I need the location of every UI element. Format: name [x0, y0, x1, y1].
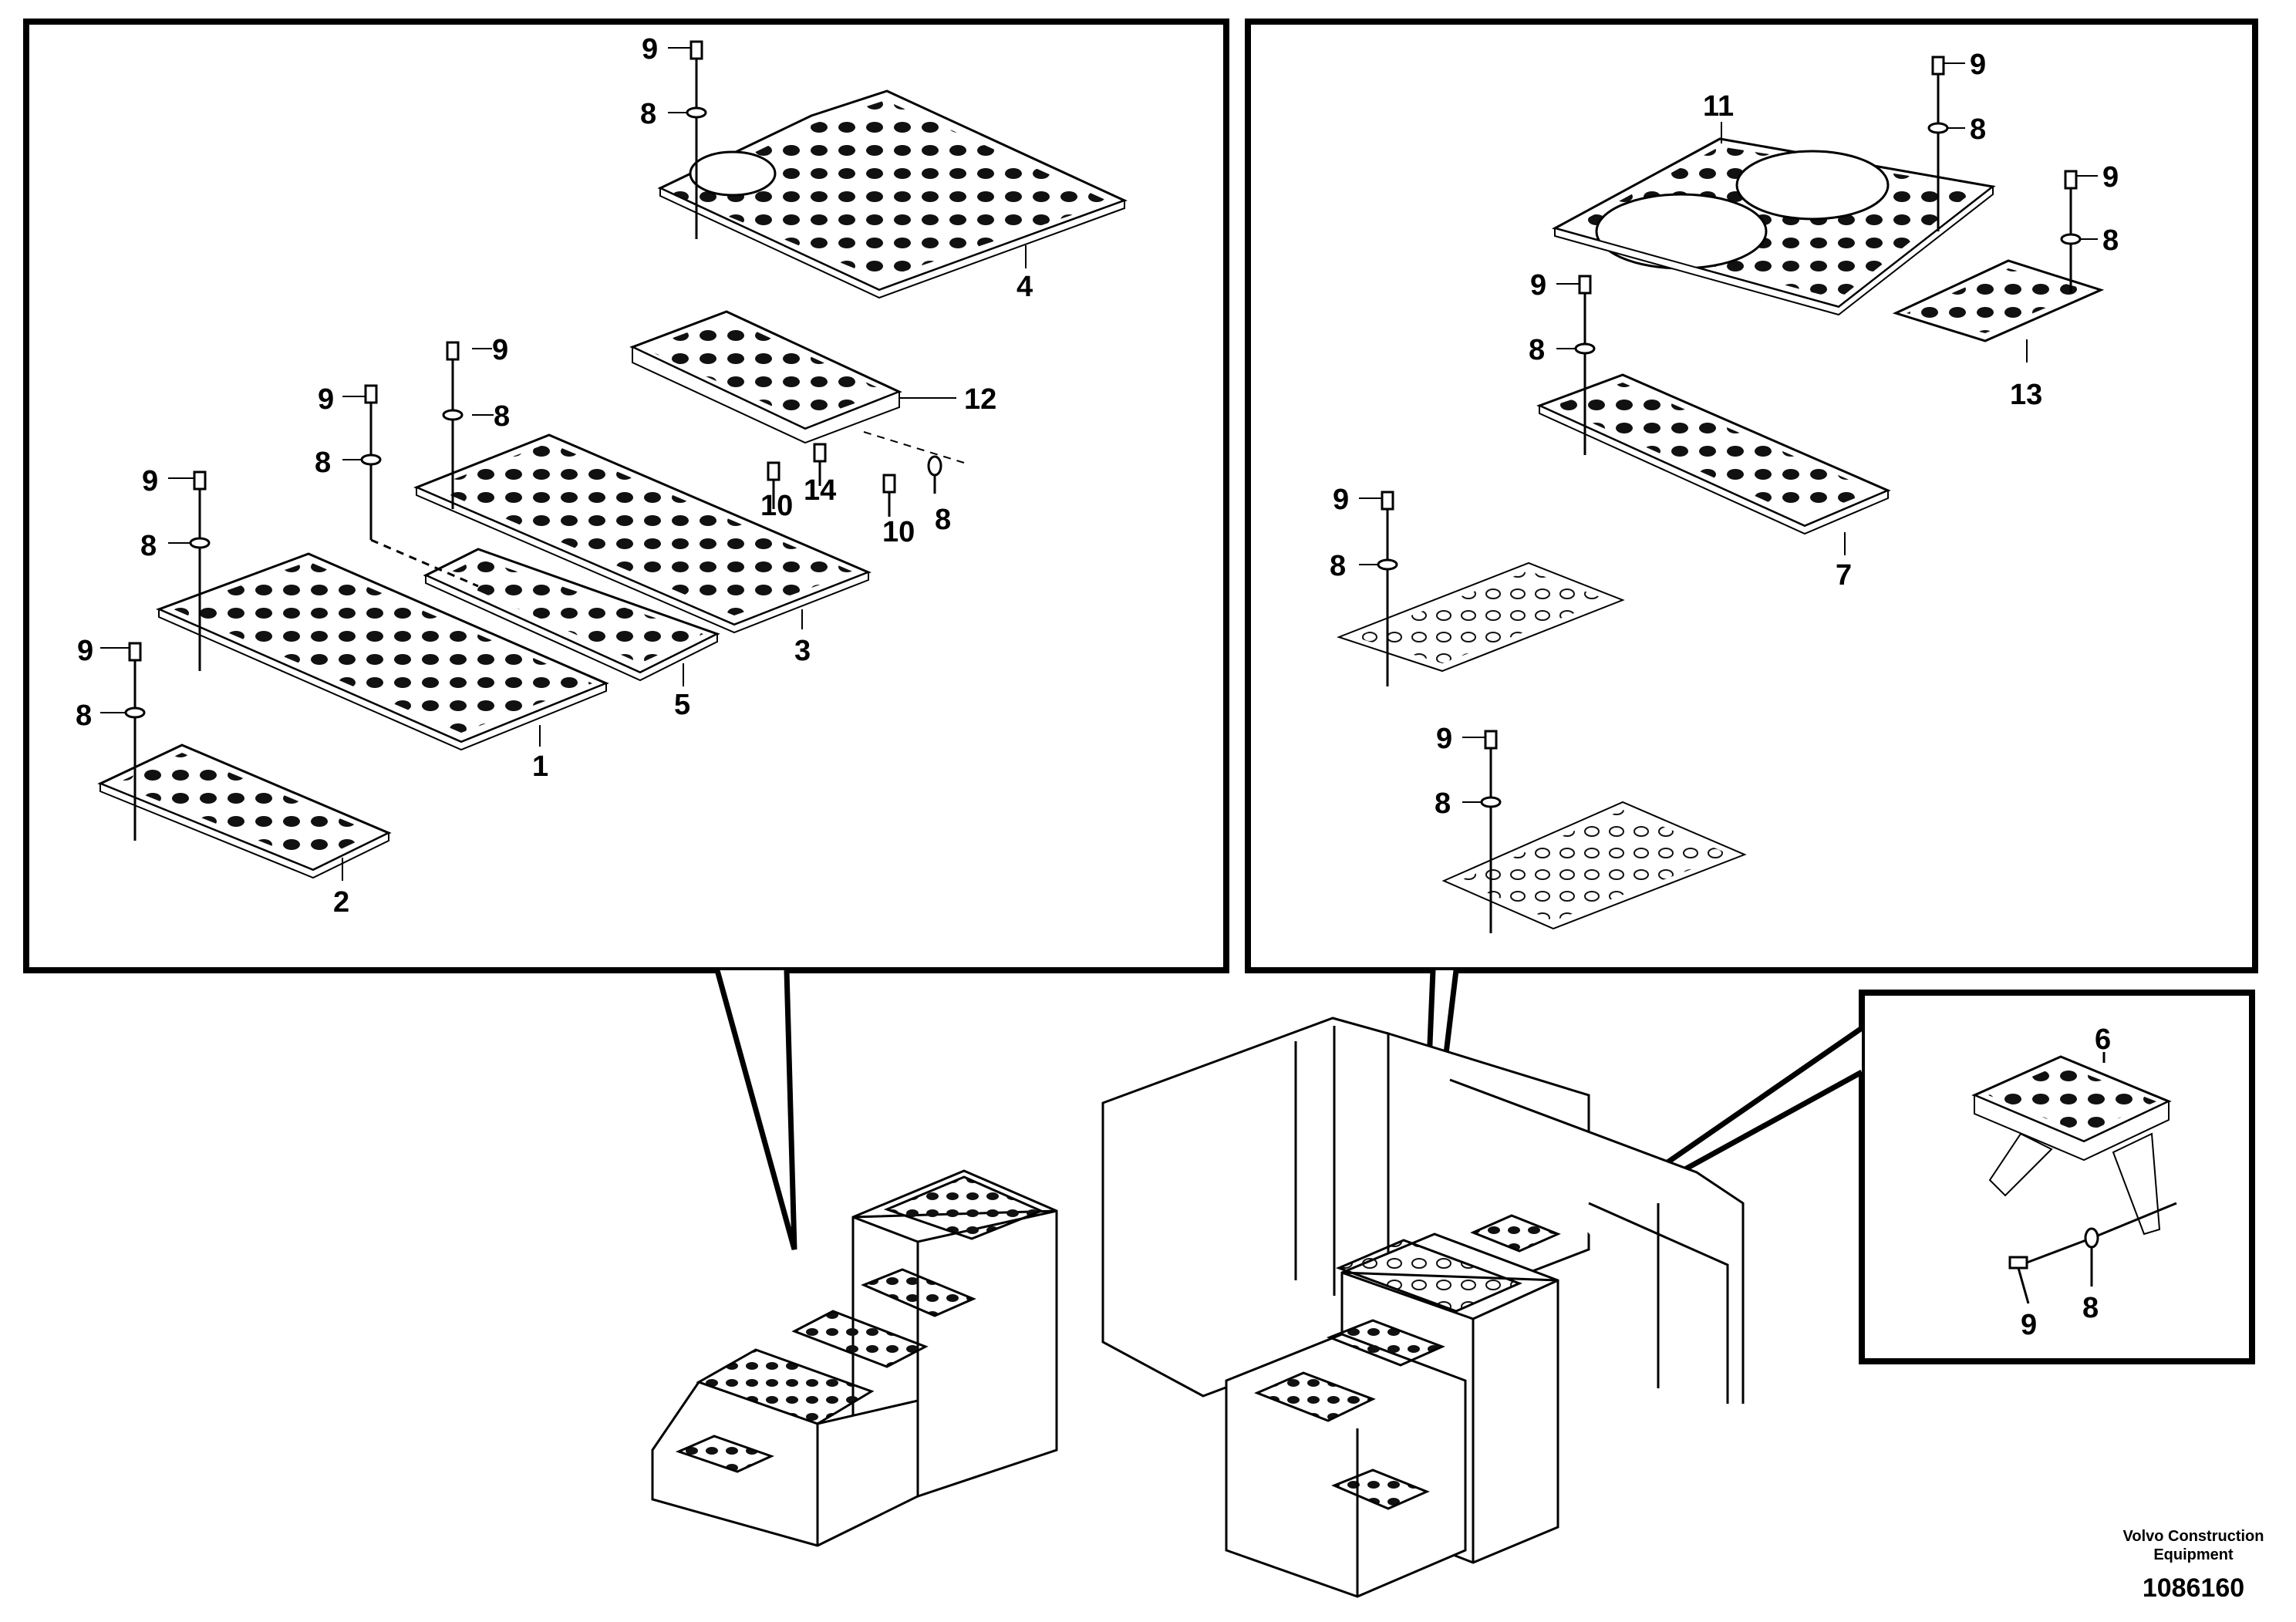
plate-small-b — [1441, 801, 1747, 930]
callout-8: 8 — [140, 530, 157, 562]
callout-12: 12 — [964, 383, 996, 416]
leaders-left — [100, 47, 1027, 881]
callout-10: 10 — [760, 490, 793, 522]
callout-5: 5 — [674, 689, 690, 721]
callout-8: 8 — [76, 700, 92, 732]
callout-8: 8 — [494, 400, 510, 433]
callout-9: 9 — [2021, 1309, 2037, 1341]
callout-9: 9 — [1436, 723, 1452, 755]
plate-small-a — [1337, 561, 1625, 673]
callout-1: 1 — [532, 750, 548, 783]
callout-3: 3 — [794, 635, 811, 667]
fasteners-right — [1377, 56, 2082, 933]
callout-9: 9 — [77, 635, 93, 667]
callout-9: 9 — [2102, 161, 2119, 194]
callout-8: 8 — [315, 447, 331, 479]
callouts-left: 9 8 4 12 9 8 9 8 9 8 9 8 14 10 10 8 3 5 … — [76, 33, 1033, 919]
callout-8: 8 — [1970, 113, 1986, 146]
callout-8: 8 — [640, 98, 656, 130]
step-6 — [1971, 1055, 2172, 1236]
fasteners-inset — [2008, 1052, 2177, 1304]
plate-3 — [413, 433, 872, 634]
callout-8: 8 — [2082, 1292, 2099, 1324]
callout-8: 8 — [935, 504, 951, 536]
plate-1 — [156, 552, 609, 751]
callout-6: 6 — [2095, 1023, 2111, 1056]
plate-4 — [657, 89, 1128, 299]
callout-8: 8 — [2102, 224, 2119, 257]
callout-8: 8 — [1330, 550, 1346, 582]
plate-5 — [423, 548, 720, 682]
callout-8: 8 — [1529, 334, 1545, 366]
plate-2 — [97, 744, 392, 879]
plate-7 — [1536, 373, 1891, 535]
callout-9: 9 — [492, 334, 508, 366]
credit-line-1: Volvo Construction — [2123, 1528, 2264, 1545]
callouts-right: 11 9 8 9 8 13 7 9 8 9 8 9 8 — [1330, 49, 2119, 820]
callout-9: 9 — [1970, 49, 1986, 81]
plate-13 — [1892, 259, 2105, 342]
callout-7: 7 — [1836, 559, 1852, 592]
callout-4: 4 — [1017, 271, 1033, 303]
drawing-number: 1086160 — [2143, 1573, 2244, 1603]
plate-11 — [1552, 137, 1996, 316]
callout-2: 2 — [333, 886, 349, 919]
plate-12 — [629, 310, 965, 464]
callout-10: 10 — [882, 516, 915, 548]
callout-9: 9 — [1333, 484, 1349, 516]
callout-9: 9 — [318, 383, 334, 416]
fasteners-left — [124, 40, 942, 841]
credit-line-2: Equipment — [2153, 1546, 2234, 1563]
callout-13: 13 — [2010, 379, 2042, 411]
callout-11: 11 — [1703, 90, 1734, 123]
callout-8: 8 — [1435, 787, 1451, 820]
callout-9: 9 — [1530, 269, 1546, 302]
leaders-right — [1359, 62, 2098, 803]
callout-9: 9 — [142, 465, 158, 497]
callout-14: 14 — [804, 474, 836, 507]
callout-9: 9 — [642, 33, 658, 66]
credit-block: Volvo Construction Equipment 1086160 — [2123, 1528, 2264, 1603]
callouts-inset: 6 9 8 — [2021, 1023, 2111, 1341]
machine-frame — [651, 1017, 1745, 1598]
